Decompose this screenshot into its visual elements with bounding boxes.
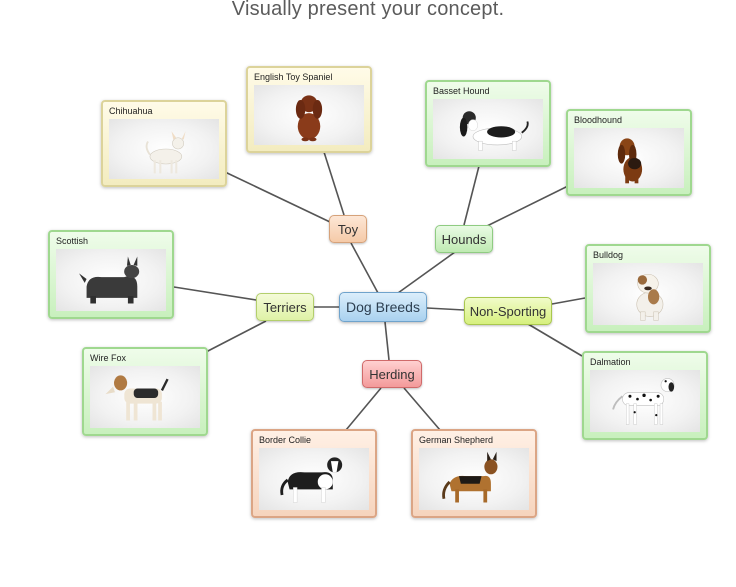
connector-hounds-bloodhound [486, 185, 569, 227]
breed-label: Border Collie [259, 435, 312, 445]
category-toy[interactable]: Toy [329, 215, 367, 243]
breed-card-german-shepherd[interactable]: German Shepherd [411, 429, 537, 518]
connector-herding-shepherd [403, 387, 441, 431]
breed-card-border-collie[interactable]: Border Collie [251, 429, 377, 518]
connector-center-toy [350, 242, 379, 294]
breed-card-wire-fox[interactable]: Wire Fox [82, 347, 208, 436]
dog-icon [459, 111, 529, 151]
breed-label: Scottish [56, 236, 89, 246]
dog-icon [636, 273, 664, 321]
bloodhound-photo [574, 128, 684, 188]
dog-icon [295, 95, 323, 142]
connector-toy-chihuahua [224, 171, 331, 223]
breed-label: Chihuahua [109, 106, 153, 116]
dog-icon [442, 451, 498, 503]
connector-terriers-wirefox [205, 320, 267, 353]
english-toy-spaniel-photo [254, 85, 364, 145]
wire-fox-photo [90, 366, 200, 428]
connector-nonsporting-dalmation [527, 323, 583, 357]
breed-card-basset-hound[interactable]: Basset Hound [425, 80, 551, 167]
breed-card-chihuahua[interactable]: Chihuahua [101, 100, 227, 187]
scottish-photo [56, 249, 166, 311]
connector-center-nonsporting [426, 307, 465, 311]
connector-center-hounds [397, 251, 456, 294]
category-hounds[interactable]: Hounds [435, 225, 493, 253]
breed-label: Bulldog [593, 250, 624, 260]
breed-label: English Toy Spaniel [254, 72, 333, 82]
dog-icon [612, 378, 675, 425]
connector-hounds-basset [463, 165, 480, 226]
category-terriers[interactable]: Terriers [256, 293, 314, 321]
breed-label: Bloodhound [574, 115, 623, 125]
breed-card-scottish[interactable]: Scottish [48, 230, 174, 319]
connector-terriers-scottish [173, 286, 257, 301]
breed-card-dalmation[interactable]: Dalmation [582, 351, 708, 440]
breed-label: Basset Hound [433, 86, 490, 96]
breed-card-bloodhound[interactable]: Bloodhound [566, 109, 692, 196]
dog-icon [79, 256, 140, 304]
chihuahua-photo [109, 119, 219, 179]
connector-center-herding [384, 321, 390, 361]
connector-herding-collie [345, 387, 382, 431]
breed-label: German Shepherd [419, 435, 494, 445]
connector-toy-spaniel [323, 151, 345, 216]
category-herding[interactable]: Herding [362, 360, 422, 388]
dog-icon [145, 131, 186, 174]
dog-icon [280, 457, 343, 503]
breed-label: Wire Fox [90, 353, 126, 363]
german-shepherd-photo [419, 448, 529, 510]
category-non-sporting[interactable]: Non-Sporting [464, 297, 552, 325]
bulldog-photo [593, 263, 703, 325]
breed-card-bulldog[interactable]: Bulldog [585, 244, 711, 333]
border-collie-photo [259, 448, 369, 510]
dog-icon [105, 375, 169, 421]
breed-label: Dalmation [590, 357, 631, 367]
breed-card-english-toy-spaniel[interactable]: English Toy Spaniel [246, 66, 372, 153]
page-title: Visually present your concept. [231, 0, 505, 20]
central-node[interactable]: Dog Breeds [339, 292, 427, 322]
dalmation-photo [590, 370, 700, 432]
dog-icon [617, 138, 643, 184]
basset-hound-photo [433, 99, 543, 159]
connector-nonsporting-bulldog [551, 297, 586, 305]
